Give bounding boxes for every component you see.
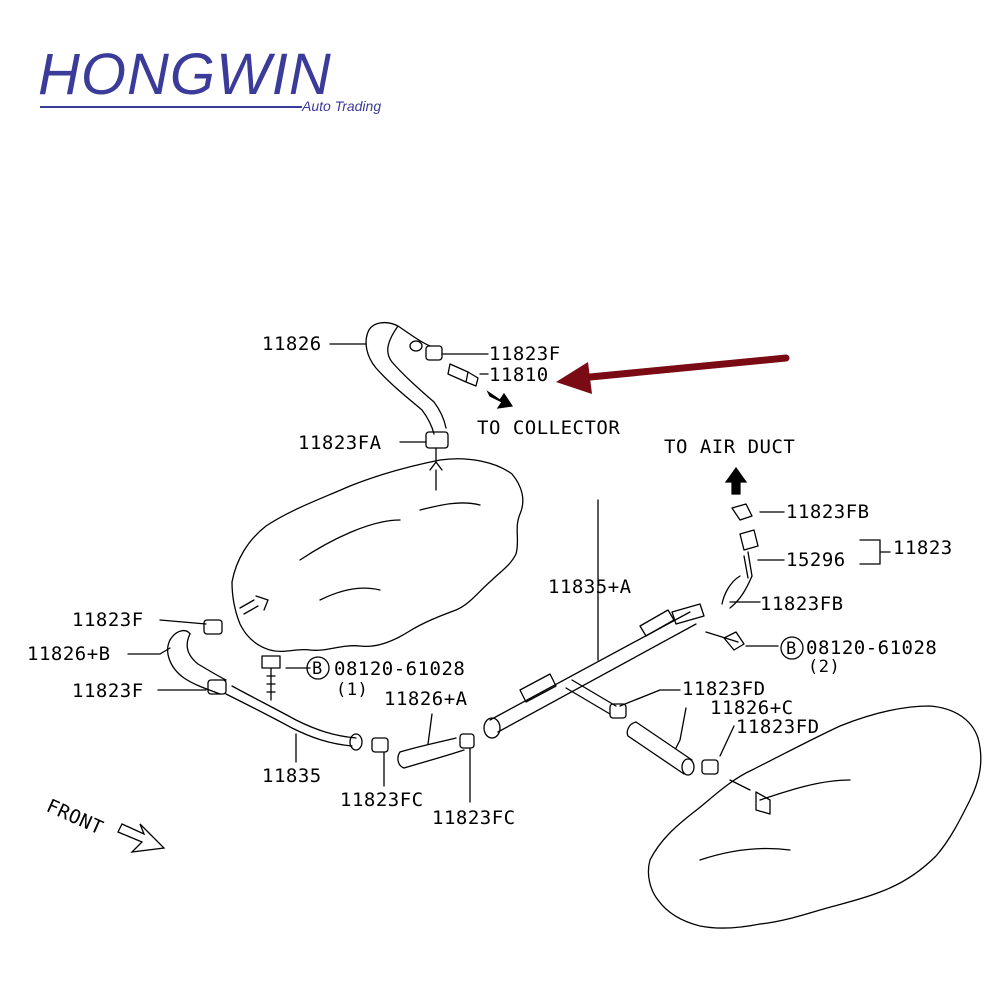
label-11826C: 11826+C <box>710 697 794 719</box>
label-11826: 11826 <box>262 333 322 355</box>
hose-11826A <box>399 737 465 769</box>
label-11823FD-low: 11823FD <box>736 716 820 738</box>
bolt-marker-right-letter: B <box>786 639 797 659</box>
label-to-air-duct: TO AIR DUCT <box>664 436 796 458</box>
logo-tagline: Auto Trading <box>302 98 382 114</box>
hose-11826C <box>627 721 693 775</box>
bolt-marker-left-letter: B <box>312 659 323 679</box>
label-11823FB-top: 11823FB <box>786 501 870 523</box>
front-arrow <box>117 823 166 853</box>
hose-11826 <box>365 321 447 435</box>
label-11823FB-mid: 11823FB <box>760 593 844 615</box>
label-11835: 11835 <box>262 765 322 787</box>
bolt-marker-left <box>306 656 330 680</box>
bolt-marker-right <box>780 636 804 660</box>
transmission-outline <box>647 705 982 929</box>
label-11823FC-left: 11823FC <box>340 789 424 811</box>
label-11823FC-right: 11823FC <box>432 807 516 829</box>
bolt-left <box>261 655 281 701</box>
pointer-arrow <box>576 354 790 382</box>
label-11823FA: 11823FA <box>298 432 382 454</box>
label-11823F-top: 11823F <box>489 343 561 365</box>
label-to-collector: TO COLLECTOR <box>477 417 621 439</box>
label-bolt-right-code: 08120-61028 <box>806 637 938 659</box>
engine-block-outline <box>231 458 524 653</box>
label-11823: 11823 <box>893 537 953 559</box>
label-11826A: 11826+A <box>384 688 468 710</box>
label-11810: 11810 <box>489 364 549 386</box>
label-11823F-left: 11823F <box>72 609 144 631</box>
label-bolt-left-code: 08120-61028 <box>334 658 466 680</box>
label-11823FD-top: 11823FD <box>682 678 766 700</box>
label-bolt-left-qty: (1) <box>336 680 369 700</box>
label-11826B: 11826+B <box>27 643 111 665</box>
hose-11826B <box>167 633 227 695</box>
sensor-11810 <box>447 363 479 387</box>
label-11823F-lower: 11823F <box>72 680 144 702</box>
pipe-11835 <box>225 685 357 747</box>
label-11835A: 11835+A <box>548 576 632 598</box>
label-bolt-right-qty: (2) <box>808 657 841 677</box>
to-air-duct-arrow <box>724 466 748 495</box>
to-collector-arrow <box>486 390 514 409</box>
label-15296: 15296 <box>786 549 846 571</box>
logo-wordmark: HONGWIN <box>38 42 332 107</box>
brand-logo: HONGWIN Auto Trading <box>38 40 381 120</box>
logo-underline <box>40 106 302 108</box>
pipe-11835A <box>489 611 697 733</box>
bolt-right <box>705 631 745 651</box>
